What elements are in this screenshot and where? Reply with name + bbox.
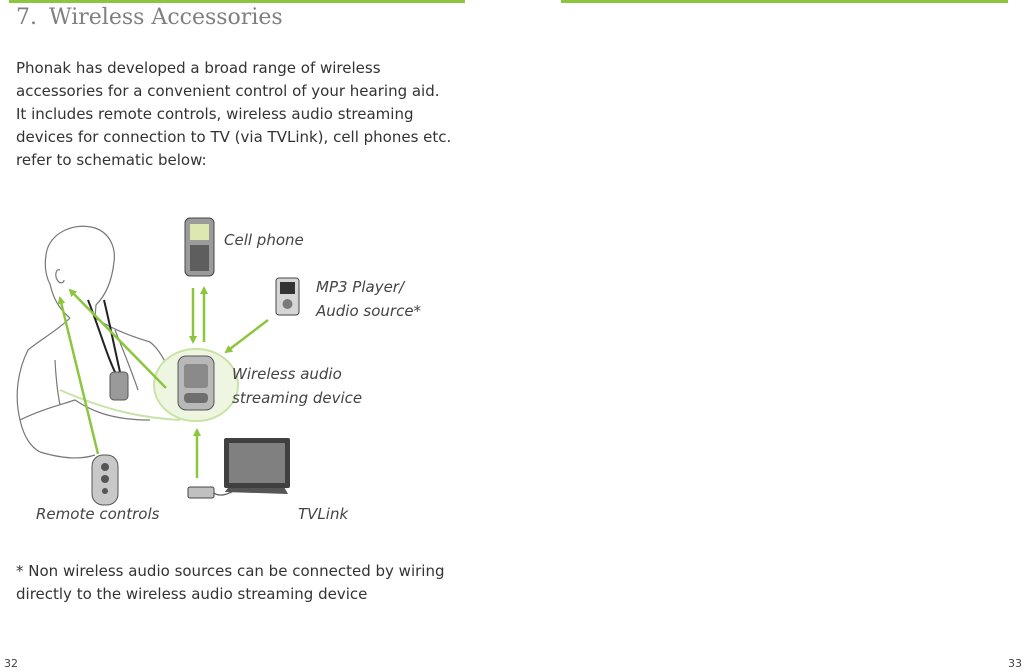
section-title: Wireless Accessories (49, 5, 283, 30)
page-number-left: 32 (4, 657, 18, 670)
cell-phone-icon (184, 217, 215, 277)
remote-control-icon (91, 454, 119, 506)
section-number: 7. (16, 5, 37, 30)
person-illustration (16, 225, 171, 459)
top-rule-left (9, 0, 465, 3)
footnote-line: directly to the wireless audio streaming… (16, 585, 368, 603)
intro-line: devices for connection to TV (via TVLink… (16, 128, 452, 146)
label-wireless-audio: Wireless audio (232, 365, 342, 383)
intro-line: refer to schematic below: (16, 151, 207, 169)
intro-paragraph: Phonak has developed a broad range of wi… (16, 57, 466, 172)
tv-icon (224, 438, 290, 494)
worn-streamer-icon (109, 371, 129, 401)
connection-arrows (57, 286, 269, 478)
label-tvlink: TVLink (298, 505, 349, 523)
tvlink-icon (187, 486, 215, 499)
footnote: * Non wireless audio sources can be conn… (16, 560, 466, 606)
label-mp3-player: MP3 Player/ (316, 278, 406, 296)
label-cell-phone: Cell phone (224, 231, 304, 249)
intro-line: accessories for a convenient control of … (16, 82, 440, 100)
mp3-player-icon (275, 277, 300, 316)
loop-highlight (59, 389, 181, 421)
label-streaming-device: streaming device (232, 389, 362, 407)
top-rule-right (561, 0, 1008, 3)
page-number-right: 33 (1008, 657, 1022, 670)
streaming-device-icon (177, 355, 215, 411)
accessories-schematic: Cell phone MP3 Player/ Audio source* Wir… (16, 217, 422, 523)
intro-line: It includes remote controls, wireless au… (16, 105, 414, 123)
label-remote-controls: Remote controls (36, 505, 160, 523)
section-heading: 7. Wireless Accessories (16, 5, 283, 30)
intro-line: Phonak has developed a broad range of wi… (16, 59, 381, 77)
footnote-line: * Non wireless audio sources can be conn… (16, 562, 445, 580)
label-audio-source: Audio source* (315, 302, 422, 320)
